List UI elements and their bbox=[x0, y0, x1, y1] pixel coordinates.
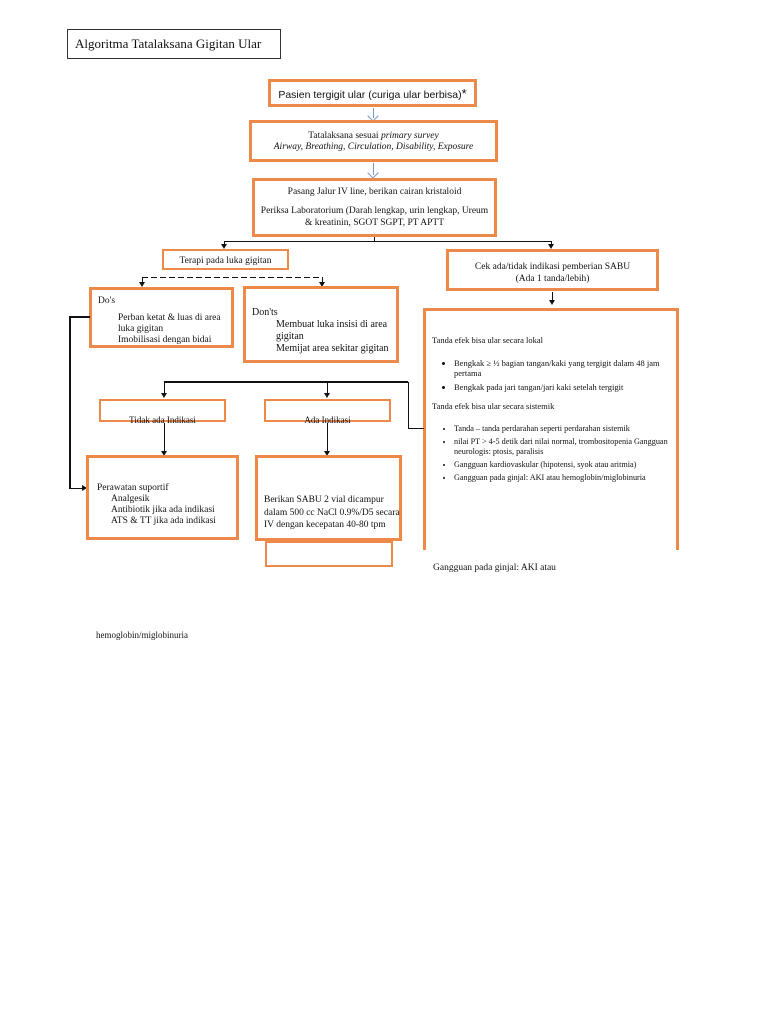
arrow-down-icon bbox=[139, 282, 145, 287]
survey-line-2: Airway, Breathing, Circulation, Disabili… bbox=[273, 142, 474, 152]
sign-item: Bengkak ≥ ½ bagian tangan/kaki yang terg… bbox=[454, 358, 670, 379]
arrow-down-icon bbox=[548, 244, 554, 249]
arrow-down-icon bbox=[221, 244, 227, 249]
dos-box: Do's Perban ketat & luas di area luka gi… bbox=[89, 287, 234, 348]
connector-line bbox=[327, 381, 328, 394]
iv-line: Pasang Jalur IV line, berikan cairan kri… bbox=[287, 187, 462, 197]
dos-item: Perban ketat & luas di area luka gigitan bbox=[118, 313, 221, 334]
local-signs-heading: Tanda efek bisa ular secara lokal bbox=[432, 335, 544, 345]
empty-box bbox=[265, 541, 393, 567]
survey-line-1: Tatalaksana sesuai primary survey bbox=[308, 131, 439, 141]
connector-line bbox=[164, 381, 165, 394]
arrow-down-icon bbox=[549, 300, 555, 305]
dos-heading: Do's bbox=[98, 296, 116, 306]
connector-line bbox=[408, 382, 409, 428]
connector-line bbox=[552, 292, 553, 301]
sign-item: nilai PT > 4-5 detik dari nilai normal, … bbox=[454, 437, 670, 457]
arrow-down-icon bbox=[324, 393, 330, 398]
sign-item: Bengkak pada jari tangan/jari kaki setel… bbox=[454, 382, 670, 393]
connector-line bbox=[327, 423, 328, 452]
connector-line bbox=[224, 241, 225, 246]
sabu-check-line-2: (Ada 1 tanda/lebih) bbox=[515, 274, 590, 284]
connector-line bbox=[224, 241, 551, 242]
supportive-care-box: Perawatan suportif Analgesik Antibiotik … bbox=[86, 455, 239, 540]
sabu-check-box: Cek ada/tidak indikasi pemberian SABU (A… bbox=[446, 249, 659, 291]
systemic-signs-list: Tanda – tanda perdarahan seperti perdara… bbox=[432, 424, 670, 483]
blank-area bbox=[0, 594, 768, 1024]
donts-box: Don'ts Membuat luka insisi di area gigit… bbox=[243, 286, 399, 363]
supportive-item: Antibiotik jika ada indikasi bbox=[111, 505, 215, 515]
start-box: Pasien tergigit ular (curiga ular berbis… bbox=[268, 79, 477, 107]
donts-heading: Don'ts bbox=[252, 307, 278, 318]
arrow-down-icon bbox=[161, 451, 167, 456]
give-sabu-box: Berikan SABU 2 vial dicampur dalam 500 c… bbox=[255, 455, 402, 541]
arrow-down-icon bbox=[161, 393, 167, 398]
connector-line bbox=[142, 277, 322, 278]
connector-line bbox=[374, 237, 375, 241]
no-indication-box: Tidak ada Indikasi bbox=[99, 399, 226, 425]
sign-item: Gangguan pada ginjal: AKI atau hemoglobi… bbox=[454, 473, 670, 483]
connector-line bbox=[164, 423, 165, 452]
sabu-check-line-1: Cek ada/tidak indikasi pemberian SABU bbox=[474, 262, 631, 272]
venom-signs-box: Tanda efek bisa ular secara lokal Bengka… bbox=[423, 308, 679, 550]
dos-item: Imobilisasi dengan bidai bbox=[118, 335, 212, 345]
start-text: Pasien tergigit ular (curiga ular berbis… bbox=[278, 89, 462, 101]
supportive-heading: Perawatan suportif bbox=[97, 483, 169, 493]
connector-line bbox=[142, 277, 143, 282]
primary-survey-box: Tatalaksana sesuai primary survey Airway… bbox=[249, 120, 498, 162]
sign-item: Gangguan kardiovaskular (hipotensi, syok… bbox=[454, 460, 670, 470]
sign-item: Tanda – tanda perdarahan seperti perdara… bbox=[454, 424, 670, 434]
arrow-right-icon bbox=[82, 485, 87, 491]
asterisk: * bbox=[461, 86, 467, 101]
wound-therapy-box: Terapi pada luka gigitan bbox=[162, 249, 289, 270]
arrow-connector bbox=[373, 163, 374, 175]
give-sabu-text: Berikan SABU 2 vial dicampur dalam 500 c… bbox=[264, 495, 400, 530]
iv-lab-box: Pasang Jalur IV line, berikan cairan kri… bbox=[252, 178, 497, 237]
connector-line bbox=[69, 316, 71, 489]
connector-line bbox=[322, 277, 323, 282]
connector-line bbox=[69, 316, 90, 318]
connector-line bbox=[69, 488, 83, 489]
indication-box: Ada Indikasi bbox=[264, 399, 391, 425]
overflow-text: Gangguan pada ginjal: AKI atau bbox=[433, 563, 556, 573]
donts-item: Membuat luka insisi di area gigitan bbox=[276, 319, 388, 342]
arrow-connector bbox=[373, 108, 374, 118]
supportive-item: Analgesik bbox=[111, 494, 150, 504]
page-title: Algoritma Tatalaksana Gigitan Ular bbox=[67, 29, 281, 59]
overflow-text: hemoglobin/miglobinuria bbox=[96, 630, 188, 640]
lab-line: Periksa Laboratorium (Darah lengkap, uri… bbox=[260, 206, 489, 228]
connector-line bbox=[408, 428, 424, 429]
arrow-down-icon bbox=[319, 282, 325, 287]
donts-item: Memijat area sekitar gigitan bbox=[276, 343, 389, 354]
supportive-item: ATS & TT jika ada indikasi bbox=[111, 516, 216, 526]
local-signs-list: Bengkak ≥ ½ bagian tangan/kaki yang terg… bbox=[432, 358, 670, 393]
systemic-signs-heading: Tanda efek bisa ular secara sistemik bbox=[432, 401, 555, 411]
arrow-down-icon bbox=[324, 451, 330, 456]
connector-line bbox=[164, 381, 408, 383]
connector-line bbox=[551, 241, 552, 246]
